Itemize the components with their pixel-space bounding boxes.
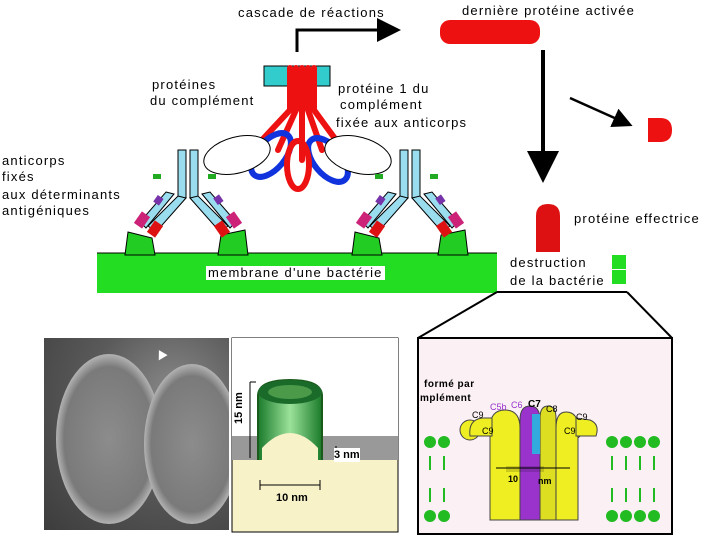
label-pore-formed: formé par: [424, 379, 475, 390]
antibody-right: [351, 149, 469, 256]
label-destruction-1: destruction: [510, 255, 587, 270]
label-c7: C7: [528, 399, 541, 410]
lipid-head: [606, 510, 618, 522]
pore-schematic: [231, 337, 399, 533]
electron-micrograph: [44, 338, 229, 530]
label-effector: protéine effectrice: [574, 211, 700, 226]
lipid-head: [606, 436, 618, 448]
label-c6: C6: [511, 400, 523, 410]
lipid-head: [438, 436, 450, 448]
label-pore-width-a: 10: [508, 474, 519, 484]
c1-outline-right: [324, 135, 392, 175]
lipid-head: [634, 436, 646, 448]
label-complement-proteins-1: protéines: [152, 77, 217, 92]
inserted-protein: [648, 118, 672, 142]
arrow-diagonal-icon: [569, 96, 633, 127]
lipid-head: [424, 510, 436, 522]
mac-pore-panel: [417, 337, 673, 535]
label-scale-height: 15 nm: [233, 392, 245, 424]
lipid-head: [620, 510, 632, 522]
label-c5b: C5b: [490, 402, 507, 412]
label-c9-a: C9: [472, 410, 484, 420]
lipid-head: [648, 436, 660, 448]
label-pore-complement: mplément: [420, 393, 472, 404]
label-last-protein: dernière protéine activée: [462, 3, 636, 18]
label-complement-proteins-2: du complément: [150, 93, 255, 108]
last-activated-protein: [440, 20, 540, 44]
lipid-head: [648, 510, 660, 522]
label-c9-c: C9: [576, 412, 588, 422]
label-c9-d: C9: [564, 426, 576, 436]
label-scale-base: 3 nm: [334, 448, 360, 462]
label-antibodies-2: fixés: [2, 169, 35, 184]
label-protein1-1: protéine 1 du: [338, 81, 430, 96]
micrograph-pointer-icon: [154, 350, 168, 363]
label-antibodies-4: antigéniques: [2, 203, 91, 218]
c1q-stalks: [259, 65, 339, 163]
label-antibodies-3: aux déterminants: [2, 187, 121, 202]
label-scale-width: 10 nm: [276, 492, 308, 504]
label-protein1-2: complément: [340, 97, 423, 112]
effector-protein: [536, 204, 560, 252]
lipid-head: [620, 436, 632, 448]
c1s-loop: [284, 138, 312, 192]
label-destruction-2: de la bactérie: [510, 273, 605, 288]
label-c8: C8: [546, 404, 558, 414]
destruction-marker: [612, 255, 626, 269]
lipid-head: [438, 510, 450, 522]
label-membrane: membrane d'une bactérie: [206, 265, 385, 280]
c1-outline-left: [203, 135, 271, 175]
label-pore-width-b: nm: [538, 476, 552, 486]
arrow-right-icon: [295, 18, 401, 52]
label-antibodies-1: anticorps: [2, 153, 66, 168]
zoom-lines: [417, 291, 673, 339]
antibody-left: [124, 149, 249, 256]
label-c9-b: C9: [482, 426, 494, 436]
lipid-head: [634, 510, 646, 522]
label-cascade: cascade de réactions: [238, 5, 385, 20]
lipid-head: [424, 436, 436, 448]
label-protein1-3: fixée aux anticorps: [336, 115, 468, 130]
